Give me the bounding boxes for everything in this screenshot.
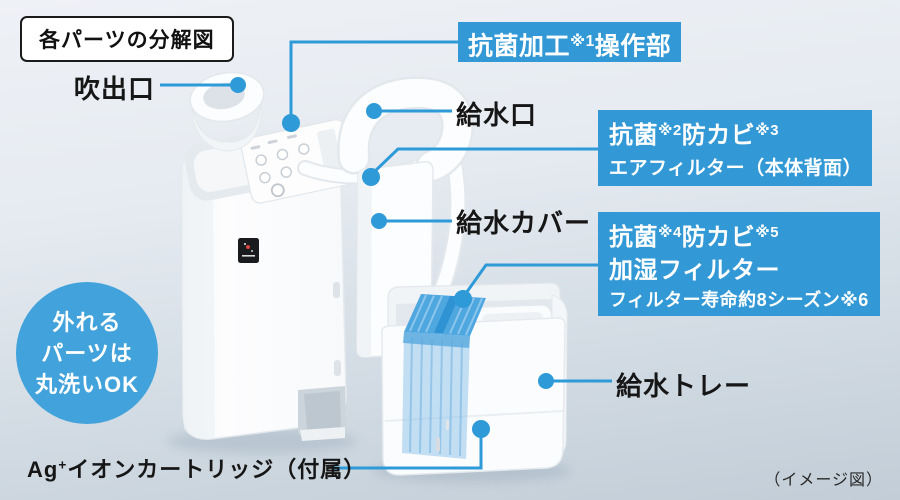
operation-note-ref: ※1	[570, 33, 595, 50]
air-filter-line2: エアフィルター（本体背面）	[609, 158, 863, 180]
tray-slot	[298, 386, 346, 441]
air-filter-line	[370, 147, 599, 176]
ag-line	[333, 431, 483, 470]
humid-filter-dot	[454, 290, 472, 308]
humid-filter-note-ref2: ※5	[755, 225, 779, 241]
operation-line	[289, 40, 458, 116]
air-filter-note-ref2: ※3	[755, 123, 779, 139]
callout-operation-panel: 抗菌加工※1操作部	[458, 22, 682, 62]
ag-sup: +	[58, 457, 68, 473]
label-water-tray: 給水トレー	[616, 371, 752, 401]
callout-air-filter: 抗菌※2防カビ※3 エアフィルター（本体背面）	[598, 110, 872, 186]
humidifying-filter-part	[402, 294, 486, 459]
ag-cartridge-part	[436, 420, 449, 452]
humid-filter-line2: 加湿フィルター	[609, 257, 781, 285]
ag-rest: イオンカートリッジ（付属）	[67, 457, 367, 482]
air-filter-dot	[362, 168, 380, 186]
washable-line1: 外れる	[52, 310, 122, 335]
label-water-cover: 給水カバー	[456, 208, 592, 238]
inlet-dot	[366, 103, 382, 119]
image-note: （イメージ図）	[764, 472, 883, 489]
label-ag-cartridge: Ag+イオンカートリッジ（付属）	[27, 452, 366, 484]
operation-dot	[282, 114, 300, 132]
operation-text2: 操作部	[594, 32, 672, 61]
ag-base: Ag	[27, 457, 59, 482]
air-filter-note-ref: ※2	[658, 123, 682, 139]
label-water-inlet: 給水口	[456, 100, 538, 130]
tray-dot	[538, 373, 554, 389]
callout-humid-filter: 抗菌※4防カビ※5 加湿フィルター フィルター寿命約8シーズン※6	[598, 212, 880, 316]
washable-line2: パーツは	[41, 341, 133, 366]
air-filter-text: 抗菌	[609, 122, 658, 150]
humid-filter-line1: 抗菌※4防カビ※5	[609, 217, 869, 254]
air-filter-text2: 防カビ	[681, 122, 756, 150]
humid-filter-line3: フィルター寿命約8シーズン※6	[609, 290, 869, 311]
diagram-title: 各パーツの分解図	[20, 16, 234, 62]
cover-dot	[371, 213, 387, 229]
washable-line3: 丸洗いOK	[34, 372, 139, 397]
air-filter-line1: 抗菌※2防カビ※3	[609, 115, 861, 152]
water-tray-part	[380, 282, 568, 476]
main-body	[181, 119, 356, 441]
label-air-outlet: 吹出口	[74, 74, 156, 104]
humid-filter-line	[462, 263, 599, 297]
washable-parts-badge: 外れる パーツは 丸洗いOK	[16, 282, 158, 424]
ag-dot	[472, 420, 490, 438]
outlet-dot	[230, 77, 246, 93]
humid-filter-text: 抗菌	[609, 224, 658, 252]
operation-text: 抗菌加工	[468, 32, 571, 61]
plasmacluster-badge	[238, 238, 259, 263]
humid-filter-text2: 防カビ	[681, 224, 756, 252]
humid-filter-note-ref: ※4	[658, 225, 682, 241]
